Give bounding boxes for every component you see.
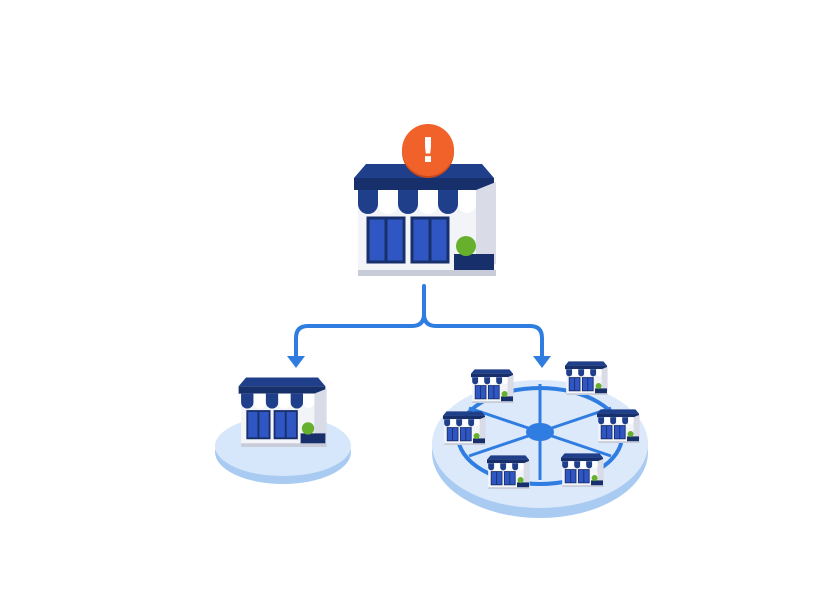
- exclamation-icon: !: [420, 131, 436, 171]
- storefront-icon: [564, 360, 609, 396]
- storefront-icon: [470, 368, 515, 404]
- main-store: [352, 162, 498, 278]
- storefront-icon: [560, 452, 605, 488]
- single-branch-store: [237, 376, 328, 448]
- network-hub: [526, 423, 554, 441]
- storefront-icon: [596, 408, 641, 444]
- arrow-down-icon-left: [287, 356, 305, 368]
- store-network-icon: [442, 360, 641, 490]
- storefront-icon: [442, 410, 487, 446]
- alert-badge: !: [402, 124, 454, 178]
- connector-line: [294, 284, 544, 358]
- storefront-icon: [237, 376, 328, 448]
- connector-arrows: [287, 284, 551, 368]
- storefront-icon: [352, 162, 498, 278]
- arrow-down-icon-right: [533, 356, 551, 368]
- storefront-icon: [486, 454, 531, 490]
